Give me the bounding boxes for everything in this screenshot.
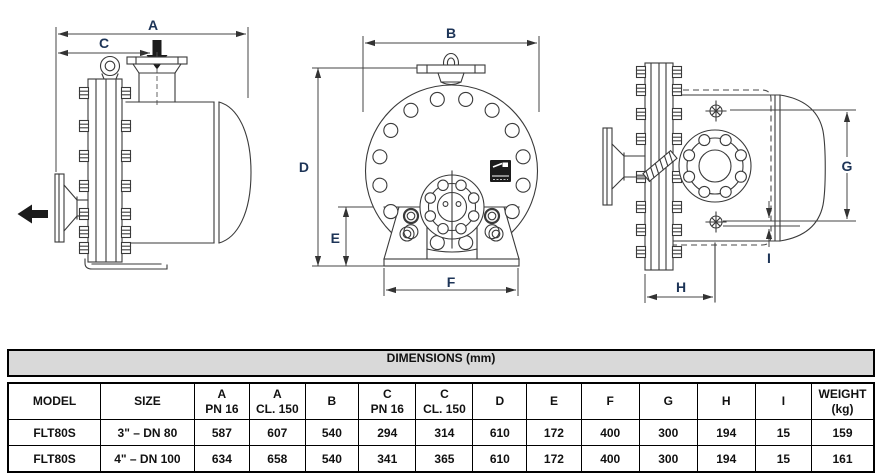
dim-label-d: D — [299, 159, 309, 175]
table-cell: 607 — [249, 419, 306, 446]
dim-label-i: I — [767, 250, 771, 266]
drain-mark-icon — [705, 211, 727, 233]
table-cell: 587 — [193, 419, 251, 446]
front-view: B D E — [299, 25, 540, 296]
col-header-size: SIZE — [100, 382, 195, 420]
table-cell: 610 — [472, 419, 528, 446]
outlet-arrow-icon — [17, 204, 48, 224]
col-header-e: E — [526, 382, 582, 420]
dimensions-section: DIMENSIONS (mm) MODEL SIZE A PN 16 A CL.… — [7, 349, 875, 473]
table-cell: 194 — [696, 445, 756, 473]
col-header-i: I — [754, 382, 813, 420]
col-header-weight: WEIGHT (kg) — [811, 382, 875, 420]
table-cell: 400 — [580, 419, 640, 446]
table-cell: FLT80S — [7, 445, 102, 473]
table-cell: 300 — [638, 445, 698, 473]
col-header-a-pn16: A PN 16 — [193, 382, 251, 420]
table-cell: 610 — [472, 445, 528, 473]
col-header-c-cl150: C CL. 150 — [415, 382, 474, 420]
dim-label-c: C — [99, 35, 109, 51]
vent-mark-icon — [705, 100, 727, 122]
table-cell: 300 — [638, 419, 698, 446]
table-cell: 314 — [415, 419, 474, 446]
table-row: FLT80S 3" – DN 80 587 607 540 294 314 61… — [7, 419, 875, 446]
table-cell: 15 — [754, 419, 813, 446]
table-cell: 172 — [526, 445, 582, 473]
col-header-h: H — [696, 382, 756, 420]
table-row: FLT80S 4" – DN 100 634 658 540 341 365 6… — [7, 445, 875, 473]
dim-label-f: F — [447, 274, 456, 290]
side-view-right: G I H — [602, 62, 856, 303]
table-cell: 400 — [580, 445, 640, 473]
table-cell: 172 — [526, 419, 582, 446]
col-header-f: F — [580, 382, 640, 420]
table-cell: 4" – DN 100 — [100, 445, 195, 473]
col-header-g: G — [638, 382, 698, 420]
dim-label-h: H — [676, 279, 686, 295]
stud-hatched — [642, 149, 678, 183]
col-header-d: D — [472, 382, 528, 420]
dim-label-b: B — [446, 25, 456, 41]
table-cell: 634 — [193, 445, 251, 473]
table-cell: 540 — [304, 445, 360, 473]
col-header-b: B — [304, 382, 360, 420]
table-title: DIMENSIONS (mm) — [7, 349, 875, 377]
col-header-a-cl150: A CL. 150 — [249, 382, 306, 420]
table-cell: 15 — [754, 445, 813, 473]
table-cell: 365 — [415, 445, 474, 473]
table-header-row: MODEL SIZE A PN 16 A CL. 150 B C PN 16 C… — [7, 382, 875, 420]
table-cell: 540 — [304, 419, 360, 446]
technical-drawing: A C — [17, 17, 856, 303]
table-cell: 194 — [696, 419, 756, 446]
dim-label-a: A — [148, 17, 158, 33]
table-cell: 294 — [358, 419, 417, 446]
table-cell: 161 — [811, 445, 875, 473]
table-cell: FLT80S — [7, 419, 102, 446]
table-cell: 658 — [249, 445, 306, 473]
dimensions-table: MODEL SIZE A PN 16 A CL. 150 B C PN 16 C… — [7, 382, 875, 473]
side-view-left: A C — [17, 17, 252, 270]
dim-label-e: E — [331, 230, 340, 246]
col-header-c-pn16: C PN 16 — [358, 382, 417, 420]
table-cell: 159 — [811, 419, 875, 446]
dim-label-g: G — [842, 158, 853, 174]
table-cell: 341 — [358, 445, 417, 473]
nameplate-logo — [490, 160, 511, 182]
col-header-model: MODEL — [7, 382, 102, 420]
table-cell: 3" – DN 80 — [100, 419, 195, 446]
drawing-area: A C — [17, 17, 856, 303]
